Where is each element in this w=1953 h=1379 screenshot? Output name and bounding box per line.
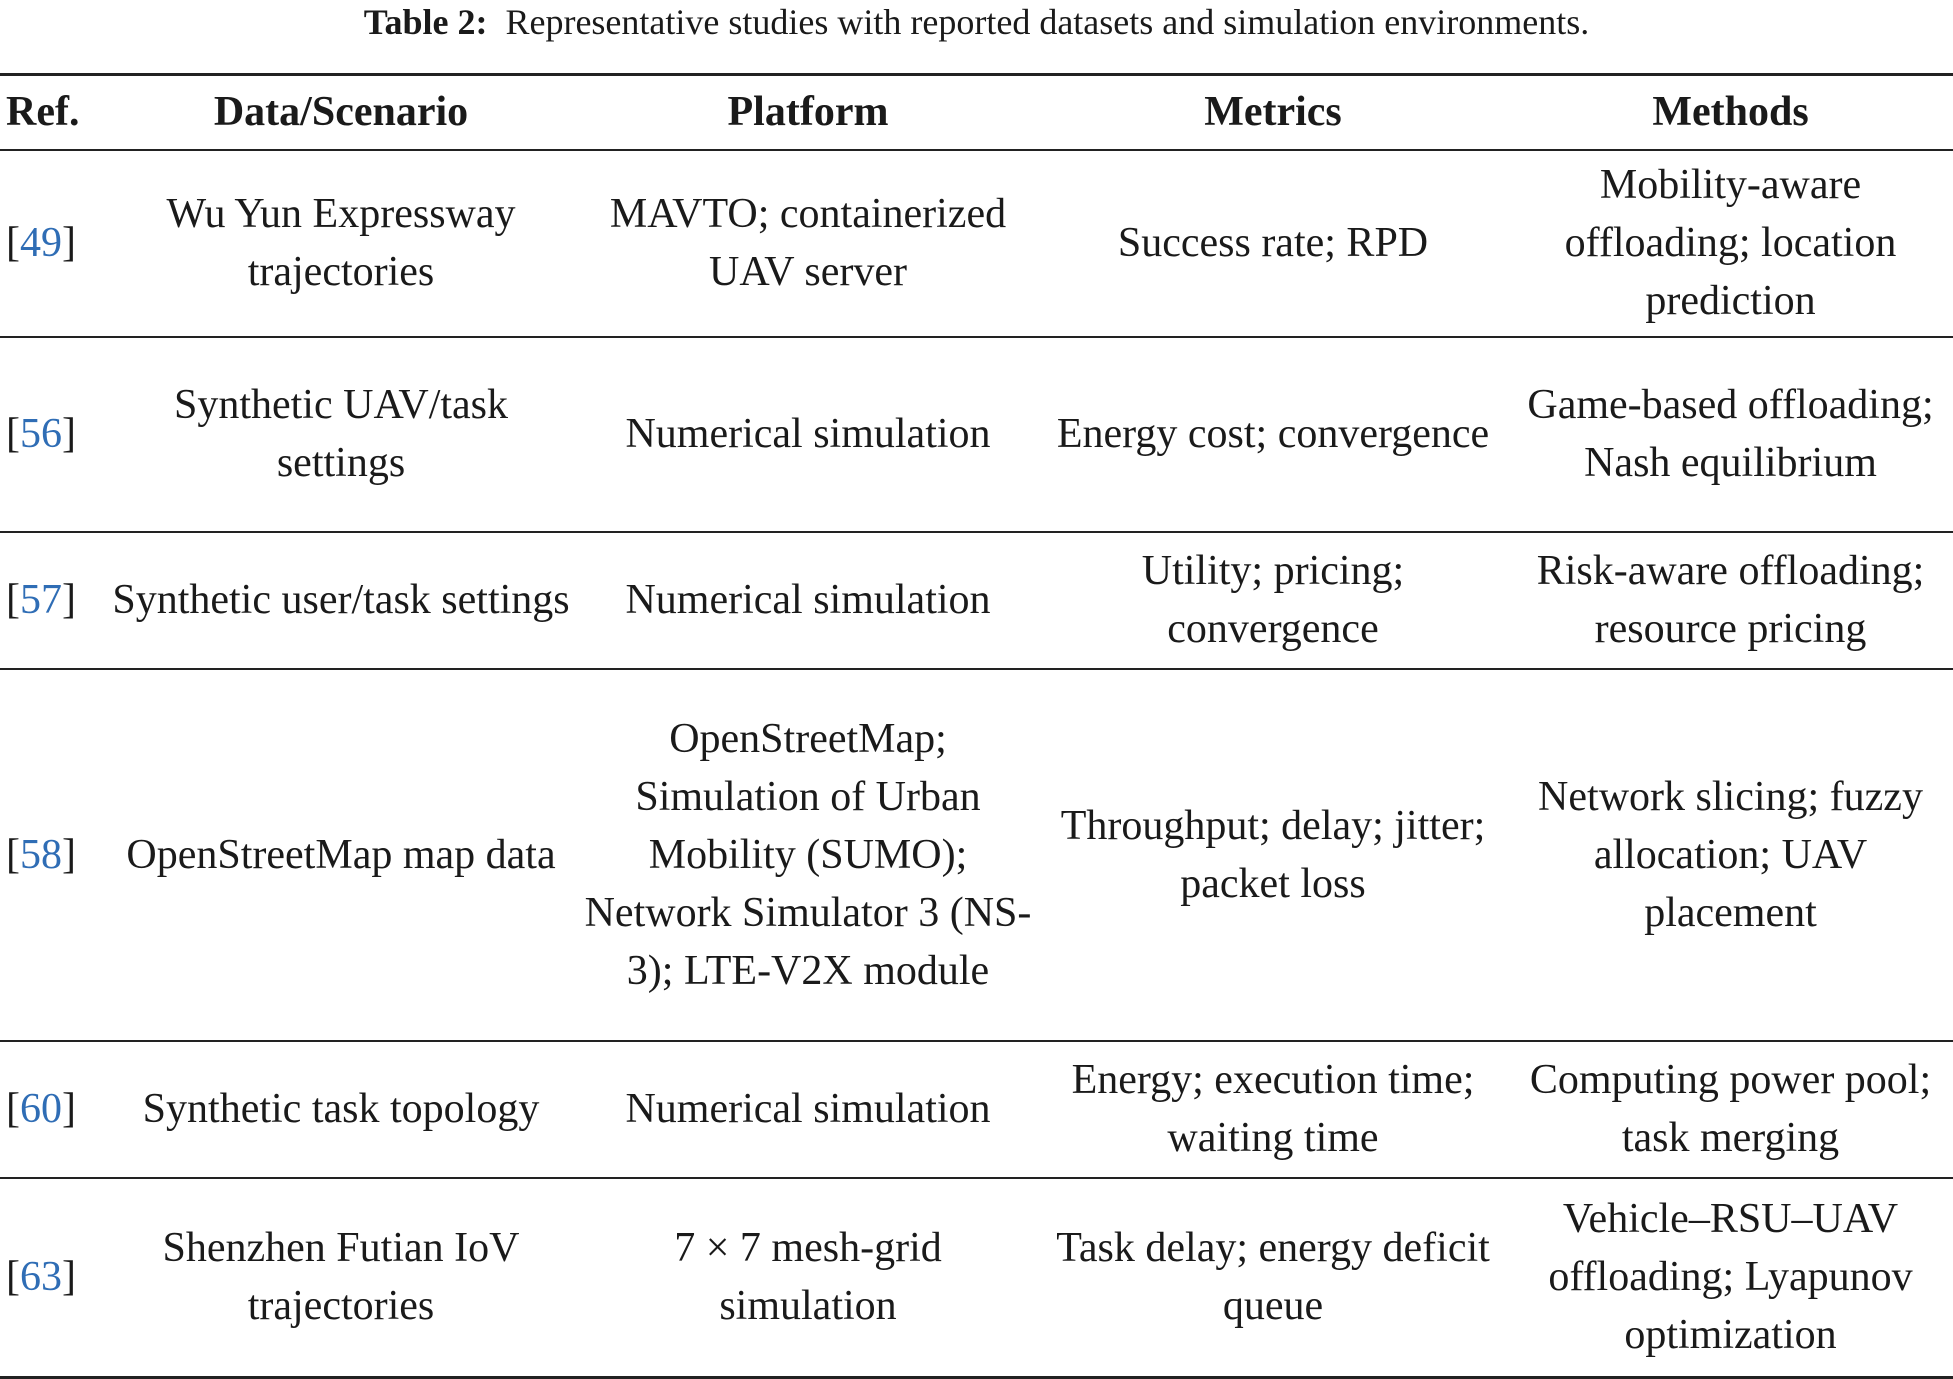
table-row: [58] OpenStreetMap map data OpenStreetMa… — [0, 669, 1953, 1041]
ref-link[interactable]: 63 — [20, 1254, 62, 1301]
metrics-cell: Success rate; RPD — [1117, 220, 1429, 266]
metrics-cell: Utility; pricing; convergence — [1141, 548, 1405, 652]
table-row: [57] Synthetic user/task settings Numeri… — [0, 532, 1953, 669]
ref-link[interactable]: 57 — [20, 577, 62, 623]
studies-table: Ref. Data/Scenario Platform Metrics Meth… — [0, 73, 1953, 1379]
methods-cell: Mobility-aware offloading; location pred… — [1564, 162, 1897, 324]
data-scenario-cell: OpenStreetMap map data — [126, 831, 556, 878]
methods-cell: Game-based offloading; Nash equilibrium — [1527, 382, 1934, 486]
metrics-cell: Throughput; delay; jitter; packet loss — [1060, 802, 1486, 907]
metrics-cell: Task delay; energy deficit queue — [1056, 1225, 1490, 1330]
table-row: [49] Wu Yun Expressway trajectories MAVT… — [0, 150, 1953, 337]
table-row: [63] Shenzhen Futian IoV trajectories 7 … — [0, 1178, 1953, 1378]
ref-link[interactable]: 56 — [20, 411, 62, 457]
methods-cell: Network slicing; fuzzy allocation; UAV p… — [1538, 773, 1923, 936]
ref-link[interactable]: 60 — [20, 1086, 62, 1132]
table-header-row: Ref. Data/Scenario Platform Metrics Meth… — [0, 74, 1953, 150]
methods-cell: Risk-aware offloading; resource pricing — [1536, 548, 1925, 652]
table-row: [56] Synthetic UAV/task settings Numeric… — [0, 337, 1953, 532]
data-scenario-cell: Shenzhen Futian IoV trajectories — [162, 1225, 520, 1330]
methods-cell: Computing power pool; task merging — [1529, 1057, 1932, 1161]
caption-label: Table 2: — [363, 2, 488, 42]
header-ref: Ref. — [6, 89, 80, 136]
platform-cell: MAVTO; containerized UAV server — [609, 191, 1007, 295]
ref-cell: [58] — [6, 831, 76, 878]
table-row: [60] Synthetic task topology Numerical s… — [0, 1041, 1953, 1178]
caption-text: Representative studies with reported dat… — [505, 2, 1590, 42]
platform-cell: OpenStreetMap; Simulation of Urban Mobil… — [584, 715, 1032, 994]
platform-cell: Numerical simulation — [625, 1086, 991, 1132]
methods-cell: Vehicle–RSU–UAV offloading; Lyapunov opt… — [1548, 1196, 1913, 1359]
platform-cell: Numerical simulation — [625, 577, 991, 623]
header-data-scenario: Data/Scenario — [213, 89, 469, 136]
ref-cell: [60] — [6, 1086, 76, 1132]
data-scenario-cell: Synthetic user/task settings — [112, 577, 570, 623]
ref-link[interactable]: 49 — [20, 220, 62, 266]
ref-cell: [57] — [6, 577, 76, 623]
ref-cell: [56] — [6, 411, 76, 457]
platform-cell: Numerical simulation — [625, 411, 991, 457]
header-methods: Methods — [1652, 89, 1809, 136]
ref-link[interactable]: 58 — [20, 831, 62, 878]
table-caption: Table 2: Representative studies with rep… — [0, 0, 1953, 60]
metrics-cell: Energy; execution time; waiting time — [1071, 1057, 1475, 1161]
header-platform: Platform — [727, 89, 889, 136]
data-scenario-cell: Wu Yun Expressway trajectories — [166, 191, 516, 295]
platform-cell: 7 × 7 mesh-grid simulation — [674, 1225, 942, 1330]
data-scenario-cell: Synthetic task topology — [142, 1086, 540, 1132]
header-metrics: Metrics — [1204, 89, 1342, 136]
metrics-cell: Energy cost; convergence — [1056, 411, 1490, 457]
ref-cell: [49] — [6, 220, 76, 266]
data-scenario-cell: Synthetic UAV/task settings — [173, 382, 509, 486]
ref-cell: [63] — [6, 1254, 76, 1301]
